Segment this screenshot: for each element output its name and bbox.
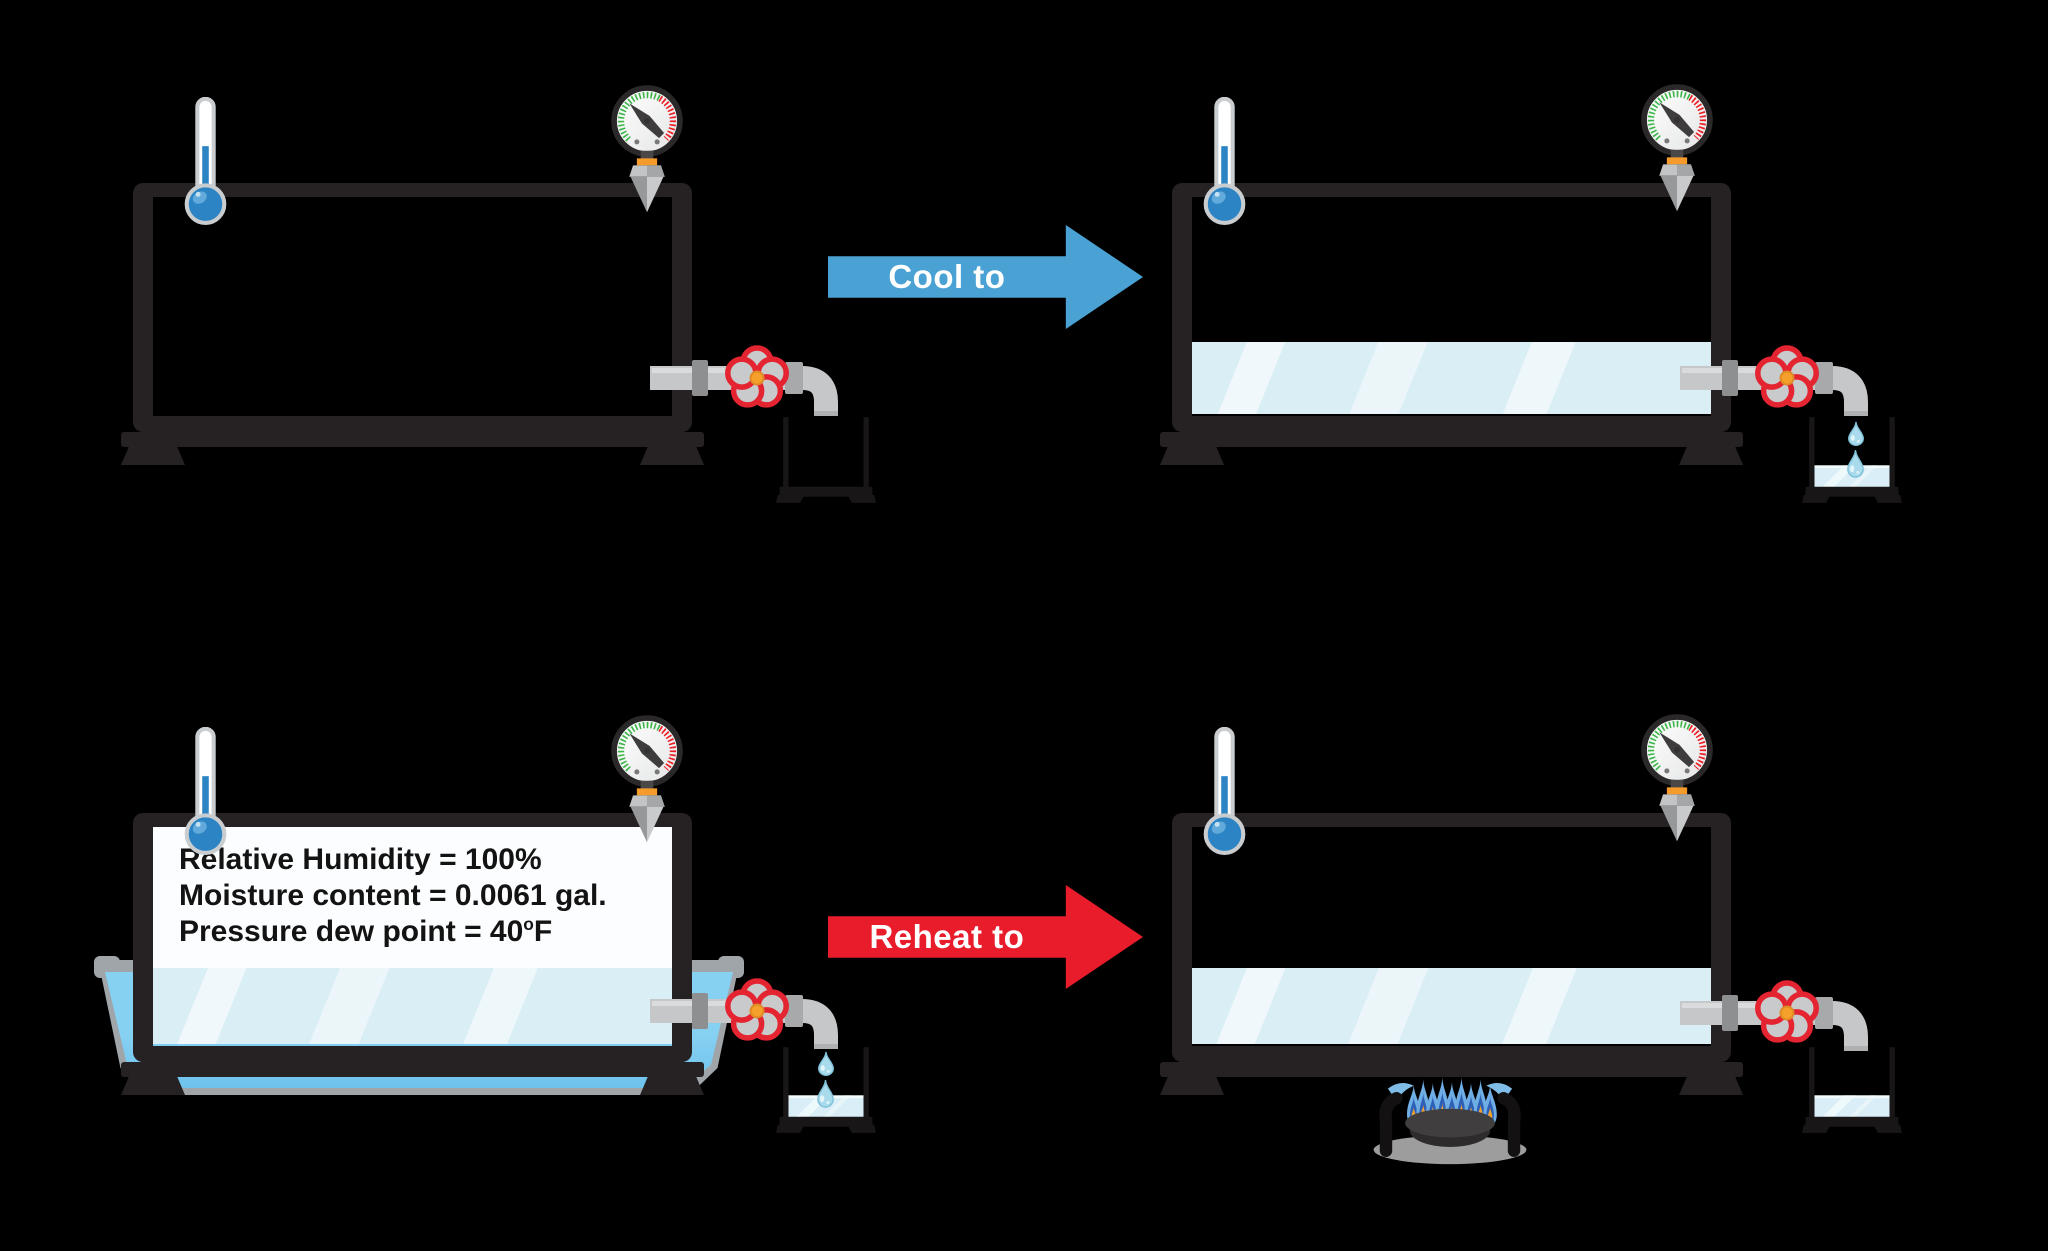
valve-icon	[650, 338, 842, 434]
pressure-gauge-icon	[609, 83, 685, 216]
thermometer-icon	[181, 97, 230, 228]
pressure-gauge-icon	[609, 713, 685, 846]
info-line-moisture-content: Moisture content = 0.0061 gal.	[179, 879, 607, 912]
tank-foot	[121, 447, 185, 465]
water-drop-icon	[815, 1079, 836, 1109]
reheat-arrow-label: Reheat to	[869, 917, 1025, 955]
tank-foot	[1679, 1077, 1743, 1095]
pressure-gauge-icon	[1639, 82, 1715, 215]
valve-icon	[650, 971, 842, 1067]
tank-water	[1192, 342, 1711, 414]
tank-base	[1160, 432, 1743, 447]
thermometer-icon	[181, 727, 230, 858]
tank-foot	[1160, 1077, 1224, 1095]
tank-water	[153, 968, 672, 1044]
tank-water	[1192, 968, 1711, 1044]
tank-foot	[121, 1077, 185, 1095]
valve-icon	[1680, 973, 1872, 1069]
tank-base	[121, 432, 704, 447]
pressure-gauge-icon	[1639, 712, 1715, 845]
tank-foot	[640, 447, 704, 465]
tank-frame	[1172, 183, 1731, 432]
info-box: Relative Humidity = 100% Moisture conten…	[153, 827, 672, 968]
info-line-pressure-dew-point: Pressure dew point = 40oF	[179, 914, 553, 948]
tank-foot	[1679, 447, 1743, 465]
tank-base	[121, 1062, 704, 1077]
thermometer-icon	[1200, 727, 1249, 858]
cool-arrow-label: Cool to	[888, 257, 1006, 295]
water-drop-icon	[1845, 449, 1866, 479]
tank-foot	[1160, 447, 1224, 465]
tank-frame	[1172, 813, 1731, 1062]
info-line-relative-humidity: Relative Humidity = 100%	[179, 843, 542, 876]
tank-frame: Relative Humidity = 100% Moisture conten…	[133, 813, 692, 1062]
tank-base	[1160, 1062, 1743, 1077]
valve-icon	[1680, 338, 1872, 434]
degree-superscript: o	[523, 914, 534, 934]
tank-foot	[640, 1077, 704, 1095]
thermometer-icon	[1200, 97, 1249, 228]
